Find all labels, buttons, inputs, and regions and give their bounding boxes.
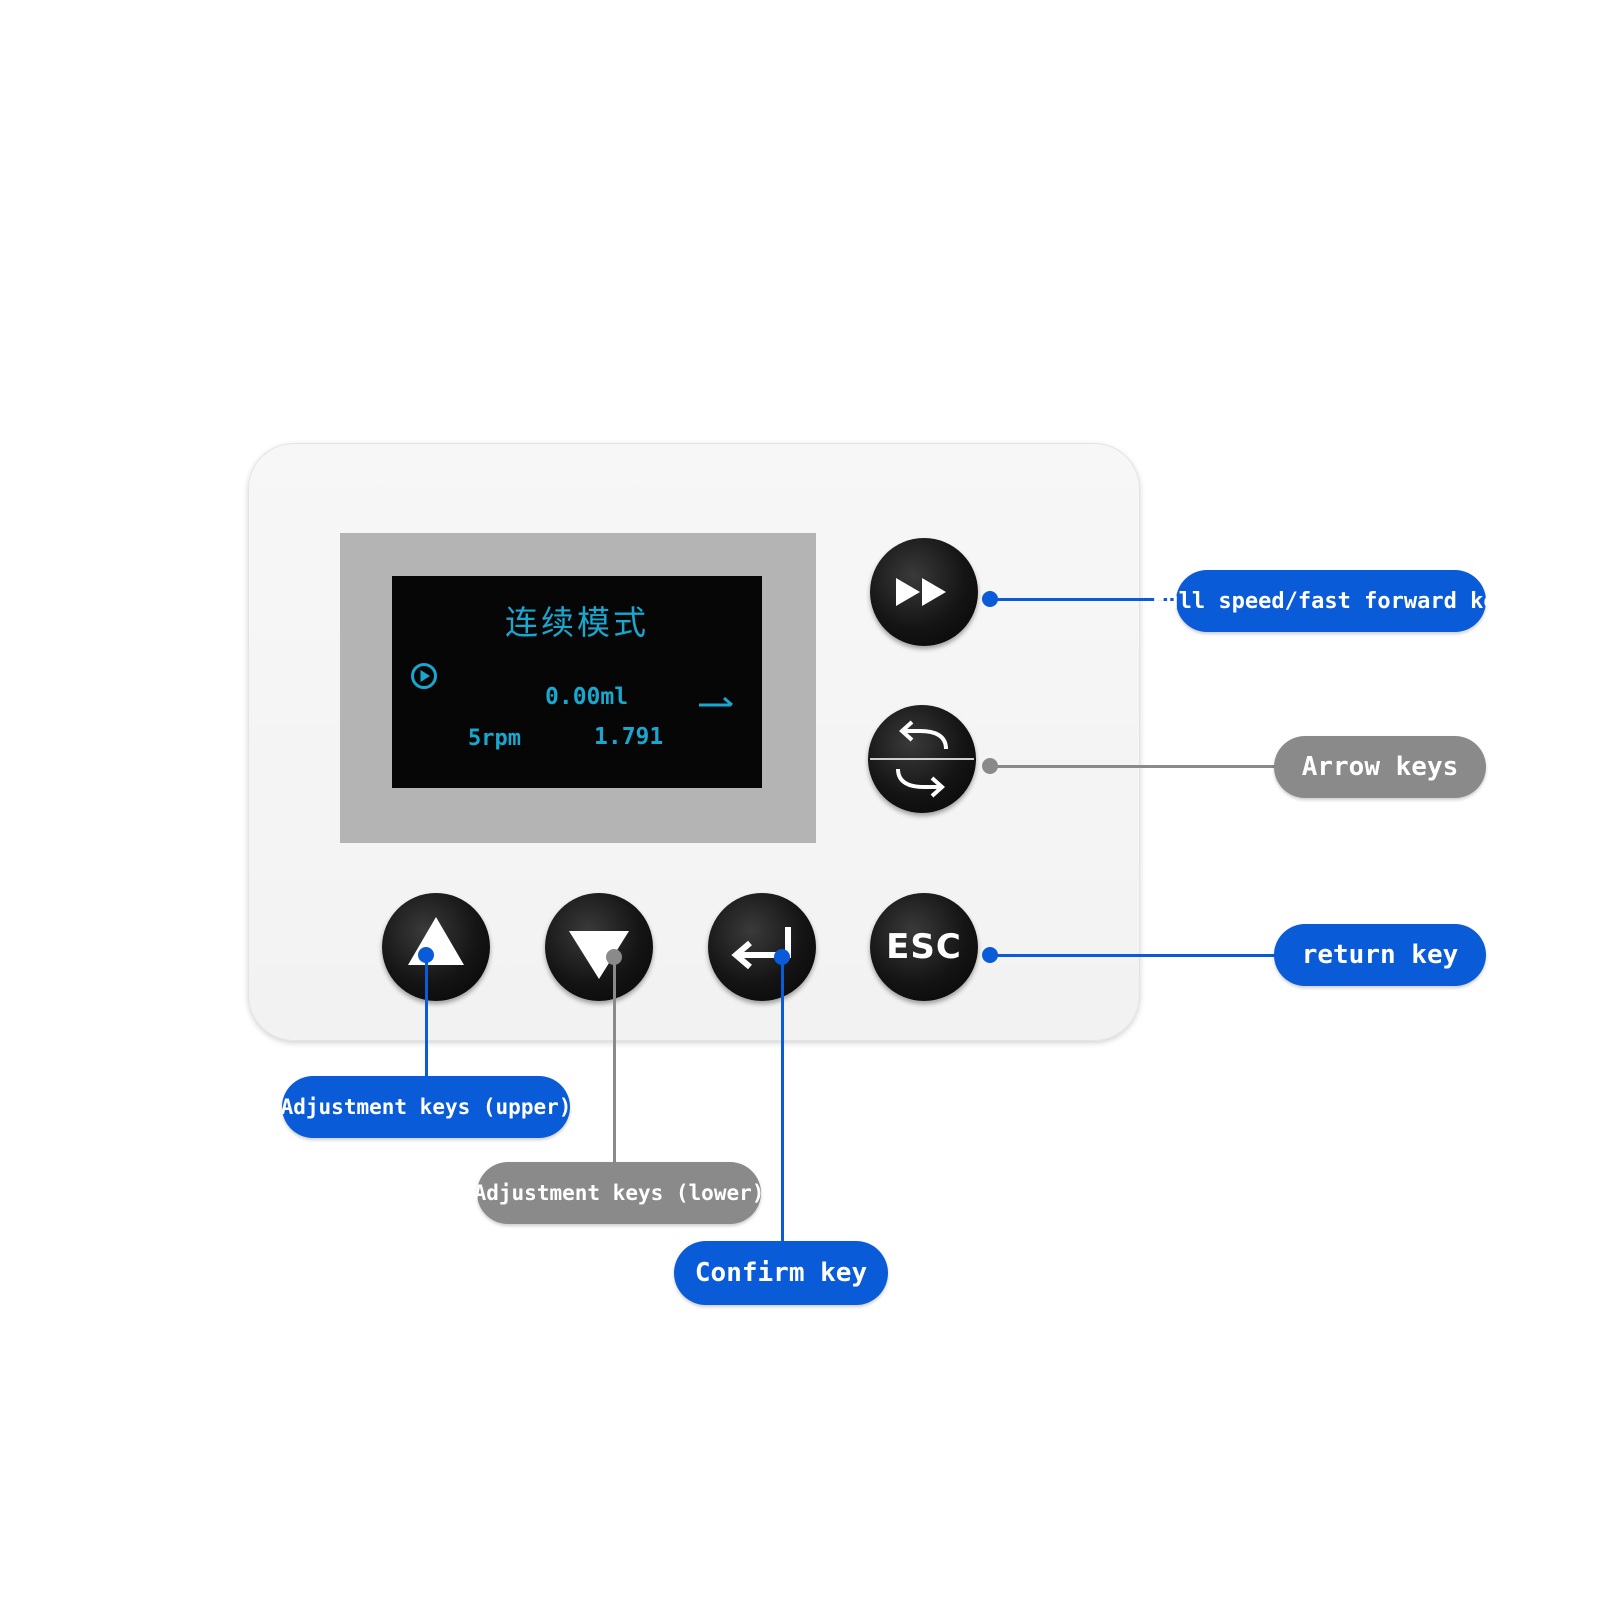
esc-key[interactable]: ESC xyxy=(870,893,978,1001)
fast-forward-leader-line xyxy=(990,598,1180,601)
callout-confirm-key[interactable]: Confirm key xyxy=(674,1241,888,1305)
adjust-up-key[interactable] xyxy=(382,893,490,1001)
arrow-leader-dot xyxy=(982,758,998,774)
arrow-leader-line xyxy=(990,765,1280,768)
callout-adjust-upper[interactable]: Adjustment keys (upper) xyxy=(281,1076,571,1138)
play-circle-icon xyxy=(411,663,437,689)
display-mode-title: 连续模式 xyxy=(505,603,649,642)
down-triangle-icon xyxy=(569,931,629,979)
fast-forward-icon xyxy=(896,578,946,606)
display-speed: 5rpm xyxy=(468,726,521,751)
down-leader-line xyxy=(613,956,616,1162)
fast-forward-key[interactable] xyxy=(870,538,978,646)
confirm-leader-dot xyxy=(774,949,790,965)
callout-arrow-keys[interactable]: Arrow keys xyxy=(1274,736,1486,798)
display-count: 1.791 xyxy=(594,724,664,750)
enter-icon xyxy=(731,927,791,970)
display-volume: 0.00ml xyxy=(545,684,629,710)
confirm-key[interactable] xyxy=(708,893,816,1001)
return-leader-dot xyxy=(982,947,998,963)
direction-arrow-icon xyxy=(699,696,733,707)
up-leader-dot xyxy=(418,947,434,963)
up-leader-line xyxy=(425,954,428,1078)
callout-return-key[interactable]: return key xyxy=(1274,924,1486,986)
arrow-keys[interactable] xyxy=(868,705,976,813)
down-leader-dot xyxy=(606,949,622,965)
fast-forward-leader-dot xyxy=(982,591,998,607)
esc-key-label: ESC xyxy=(886,927,962,967)
reverse-forward-arrows-icon xyxy=(870,720,974,798)
adjust-down-key[interactable] xyxy=(545,893,653,1001)
callout-adjust-lower[interactable]: Adjustment keys (lower) xyxy=(474,1162,764,1224)
return-leader-line xyxy=(990,954,1280,957)
confirm-leader-line xyxy=(781,956,784,1242)
lcd-display: 连续模式 0.00ml 5rpm 1.791 xyxy=(392,576,762,788)
up-triangle-icon xyxy=(408,917,464,965)
callout-fast-forward[interactable]: Full speed/fast forward key xyxy=(1152,570,1510,632)
